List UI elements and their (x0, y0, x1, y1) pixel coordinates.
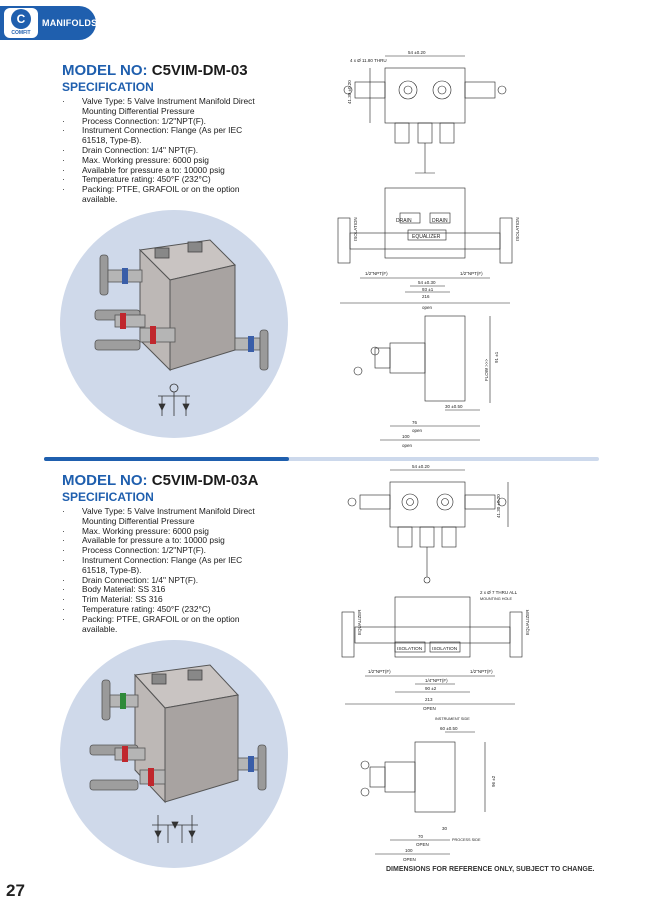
spec-item: Temperature rating: 450°F (232°C) (62, 175, 262, 185)
dim-label: INSTRUMENT SIDE (435, 717, 470, 721)
spec-item: Temperature rating: 450°F (232°C) (62, 604, 262, 615)
dim-label: FLOW >>> (484, 358, 489, 381)
spec-item: Available for pressure a to: 10000 psig (62, 165, 262, 176)
spec-item: Trim Material: SS 316 (62, 594, 262, 605)
dim-label: open (422, 305, 433, 310)
dim-label: DRAIN (432, 218, 448, 224)
spec-heading-2: SPECIFICATION (62, 490, 154, 504)
spec-item: Valve Type: 5 Valve Instrument Manifold … (62, 96, 262, 117)
spec-item: Packing: PTFE, GRAFOIL or on the option … (62, 184, 262, 205)
dim-label: ISOLATION (397, 646, 423, 652)
dim-label: 90 ±2 (425, 686, 437, 691)
dim-label: 216 (422, 294, 430, 299)
footer-note: DIMENSIONS FOR REFERENCE ONLY, SUBJECT T… (386, 866, 595, 873)
model-title-1: MODEL NO: C5VIM-DM-03 (62, 62, 248, 79)
dim-label: MOUNTING HOLE (480, 597, 513, 601)
model-title-2: MODEL NO: C5VIM-DM-03A (62, 472, 258, 489)
dim-label: 100 (402, 434, 410, 439)
dim-label: 96 ±2 (491, 775, 496, 787)
spec-item: Valve Type: 5 Valve Instrument Manifold … (62, 506, 262, 527)
spec-item: Drain Connection: 1/4" NPT(F). (62, 575, 262, 586)
spec-item: Instrument Connection: Flange (As per IE… (62, 555, 262, 576)
spec-item: Available for pressure a to: 10000 psig (62, 536, 262, 546)
dim-label: DRAIN (396, 218, 412, 224)
dim-label: 91 ±1 (494, 351, 499, 363)
spec-item: Process Connection: 1/2"NPT(F). (62, 116, 262, 127)
dim-label: 1/2"NPT(F) (368, 669, 391, 674)
model-number: C5VIM-DM-03 (151, 62, 248, 79)
dim-label: ISOLATION (432, 646, 458, 652)
model-label: MODEL NO: (62, 62, 148, 79)
section-divider (44, 457, 599, 461)
section-title: MANIFOLDS (42, 18, 98, 28)
dim-label: 1/4"NPT(F) (425, 678, 448, 683)
dim-label: 213 (425, 697, 433, 702)
logo-mark-icon: C (11, 9, 31, 29)
spec-item: Packing: PTFE, GRAFOIL or on the option … (62, 614, 262, 635)
technical-drawing-2: 54 ±0.20 41.30 ±0.20 2 x Ø 7 THRU ALL MO… (341, 464, 530, 862)
dim-label: 54 ±0.20 (412, 464, 430, 469)
dim-label: EQUALIZER (525, 609, 530, 635)
spec-list-2: Valve Type: 5 Valve Instrument Manifold … (62, 506, 262, 635)
technical-drawing-1: 54 ±0.20 4 x Ø 11.80 THRU 41.30 ±0.20 DR… (337, 50, 520, 448)
dim-label: 100 (405, 848, 413, 853)
dim-label: 30 ±0.50 (445, 404, 463, 409)
manifold-render-icon (94, 239, 269, 416)
dim-label: 30 (442, 826, 448, 831)
dim-label: 54 ±0.20 (408, 50, 426, 55)
model-number: C5VIM-DM-03A (151, 472, 259, 489)
spec-list-1: Valve Type: 5 Valve Instrument Manifold … (62, 96, 262, 205)
dim-label: 93 ±1 (422, 287, 434, 292)
spec-heading-1: SPECIFICATION (62, 80, 154, 94)
dim-label: PROCESS SIDE (452, 838, 481, 842)
manifold-render-icon (89, 664, 267, 843)
dim-label: EQUALIZER (412, 234, 441, 240)
logo-text: COMFIT (11, 30, 31, 36)
dim-label: ISOLATION (515, 217, 520, 241)
dim-label: OPEN (403, 857, 416, 862)
spec-item: Body Material: SS 316 (62, 585, 262, 595)
dim-label: 41.30 ±0.20 (496, 494, 501, 518)
product-image-1 (60, 210, 288, 438)
section-divider-accent (44, 457, 289, 461)
page-number: 27 (6, 881, 25, 900)
dim-label: 76 (412, 420, 418, 425)
dim-label: 60 ±0.50 (440, 726, 458, 731)
dim-label: 54 ±0.30 (418, 280, 436, 285)
spec-item: Drain Connection: 1/4" NPT(F). (62, 145, 262, 156)
spec-item: Max. Working pressure: 6000 psig (62, 526, 262, 537)
spec-item: Max. Working pressure: 6000 psig (62, 155, 262, 166)
spec-item: Instrument Connection: Flange (As per IE… (62, 126, 262, 146)
dim-label: OPEN (416, 842, 429, 847)
dim-label: open (412, 428, 423, 433)
product-image-2 (60, 640, 288, 868)
dim-label: 70 (418, 834, 424, 839)
spec-item: Process Connection: 1/2"NPT(F). (62, 545, 262, 556)
dim-label: OPEN (423, 706, 436, 711)
dim-label: ISOLATION (353, 217, 358, 241)
dim-label: 41.30 ±0.20 (347, 80, 352, 104)
dim-label: 4 x Ø 11.80 THRU (350, 58, 387, 63)
dim-label: 2 x Ø 7 THRU ALL (480, 590, 518, 595)
model-label: MODEL NO: (62, 472, 148, 489)
dim-label: 1/2"NPT(F) (470, 669, 493, 674)
dim-label: 1/2"NPT(F) (365, 271, 388, 276)
dim-label: open (402, 443, 413, 448)
dim-label: EQUALIZER (357, 609, 362, 635)
dim-label: 1/2"NPT(F) (460, 271, 483, 276)
